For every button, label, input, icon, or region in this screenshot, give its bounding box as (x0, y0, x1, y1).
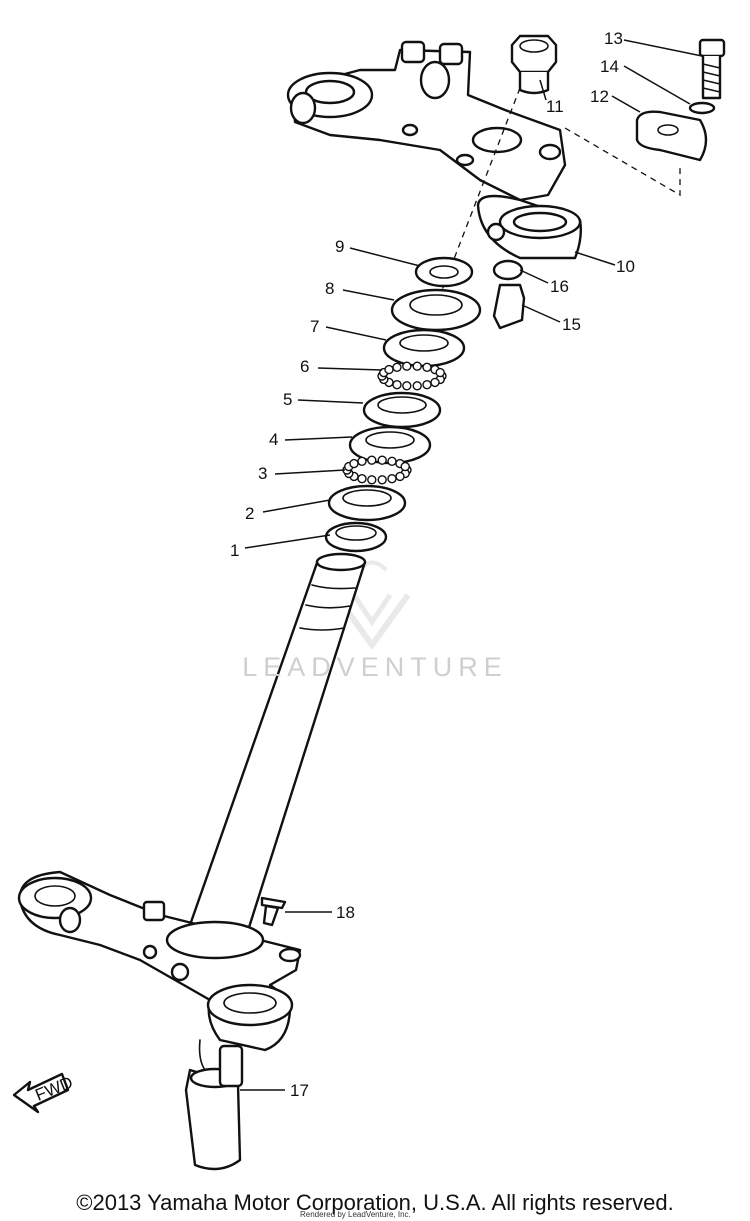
clamp-ring (476, 194, 583, 260)
bearing-ball (430, 377, 440, 388)
callout-4: 4 (269, 430, 278, 449)
callout-16: 16 (550, 277, 569, 296)
render-credit: Rendered by LeadVenture, Inc. (300, 1210, 411, 1219)
bearing-ball (384, 364, 394, 375)
dust-cover-8 (390, 288, 482, 332)
bearing-ball (435, 367, 445, 378)
callout-labels: 1 2 3 4 5 6 7 8 9 10 11 12 13 14 15 16 1… (230, 29, 635, 1100)
bearing-ball (392, 380, 402, 390)
watermark-text: LEADVENTURE (242, 652, 508, 682)
bearing-ball (377, 455, 387, 465)
callout-9: 9 (335, 237, 344, 256)
callout-10: 10 (616, 257, 635, 276)
bearing-ball (402, 381, 412, 391)
ring-nut (414, 256, 474, 288)
callout-7: 7 (310, 317, 319, 336)
bearing-ball (367, 475, 377, 485)
callout-15: 15 (562, 315, 581, 334)
screw-18 (260, 896, 287, 927)
bearing-ball (412, 361, 422, 371)
callout-3: 3 (258, 464, 267, 483)
bearing-ball (387, 474, 397, 484)
crown-nut (510, 34, 558, 95)
callout-18: 18 (336, 903, 355, 922)
bearing-race-7 (382, 328, 466, 368)
bearing-ball (412, 381, 422, 391)
dust-seal-1 (324, 521, 388, 553)
bearing-ball (357, 456, 367, 466)
pinch-bolt (492, 259, 526, 330)
callout-14: 14 (600, 57, 619, 76)
bearing-ball (367, 455, 377, 465)
callout-11: 11 (546, 97, 564, 116)
fwd-arrow-icon: FWD (12, 1073, 76, 1114)
callout-1: 1 (230, 541, 239, 560)
callout-5: 5 (283, 390, 292, 409)
fwd-label: FWD (33, 1073, 76, 1105)
bearing-ball (349, 458, 359, 469)
lower-bracket (17, 870, 302, 1052)
bearing-race-2 (327, 484, 407, 522)
upper-bracket (286, 40, 567, 202)
bearing-ball (392, 362, 402, 372)
bearing-ball (422, 362, 432, 372)
callout-2: 2 (245, 504, 254, 523)
bearing-race-5 (362, 391, 442, 429)
bearing-ball (395, 471, 405, 482)
steering-stem (188, 552, 367, 942)
copyright-notice: ©2013 Yamaha Motor Corporation, U.S.A. A… (76, 1190, 674, 1215)
bearing-ball (387, 456, 397, 466)
stem-collar-17 (184, 1039, 244, 1171)
callout-6: 6 (300, 357, 309, 376)
bearing-ball (402, 361, 412, 371)
callout-8: 8 (325, 279, 334, 298)
bearing-ball (422, 380, 432, 390)
leader-lines (240, 39, 703, 1091)
callout-17: 17 (290, 1081, 309, 1100)
bearing-ball (400, 461, 410, 472)
ball-bearings-3 (342, 455, 412, 485)
callout-13: 13 (604, 29, 623, 48)
bearing-ball (357, 474, 367, 484)
bearing-ball (377, 475, 387, 485)
callout-12: 12 (590, 87, 609, 106)
handlebar-holder (635, 38, 726, 162)
ball-bearings-6 (377, 361, 447, 391)
